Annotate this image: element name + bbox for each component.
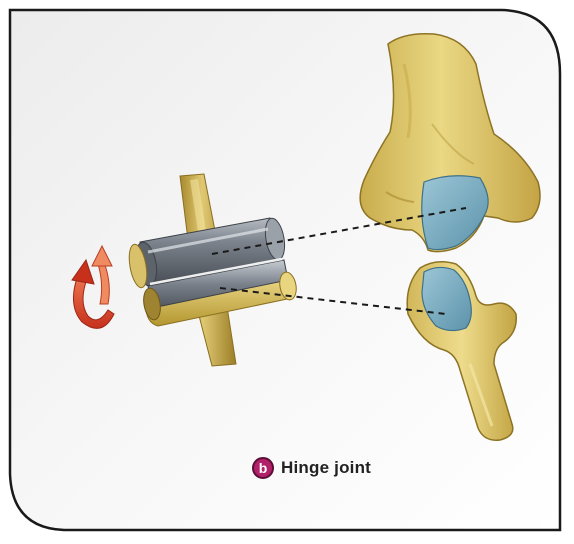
caption-text: Hinge joint [281,458,371,478]
caption-letter-badge: b [252,457,274,479]
figure-caption: b Hinge joint [252,454,371,482]
